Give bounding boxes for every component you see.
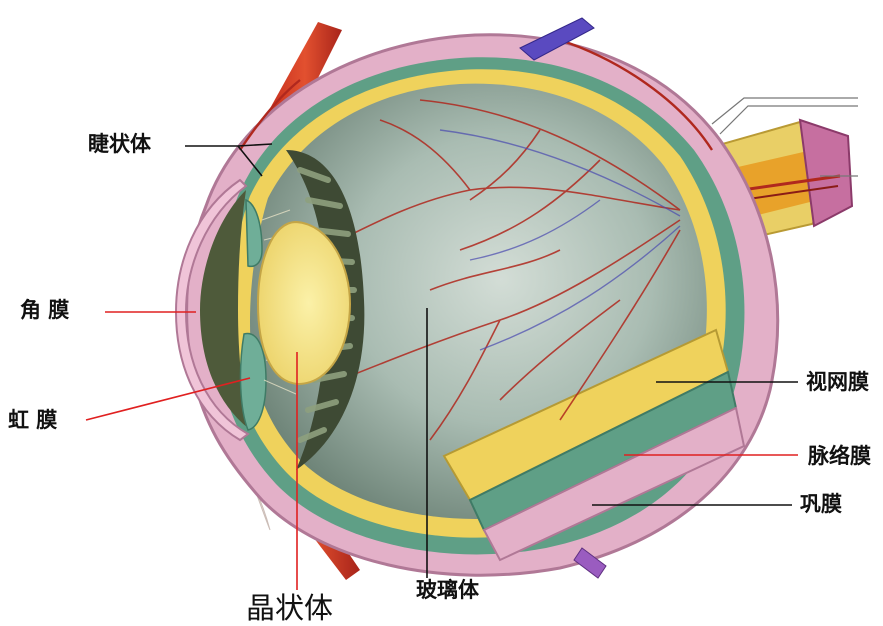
label-iris: 虹 膜 [8, 410, 57, 431]
label-sclera: 巩膜 [800, 494, 842, 515]
label-lens: 晶状体 [246, 594, 333, 623]
label-choroid: 脉络膜 [808, 446, 871, 467]
label-vitreous: 玻璃体 [416, 580, 479, 601]
label-retina: 视网膜 [806, 372, 869, 393]
label-ciliary-body: 睫状体 [88, 134, 151, 155]
label-cornea: 角 膜 [20, 300, 69, 321]
